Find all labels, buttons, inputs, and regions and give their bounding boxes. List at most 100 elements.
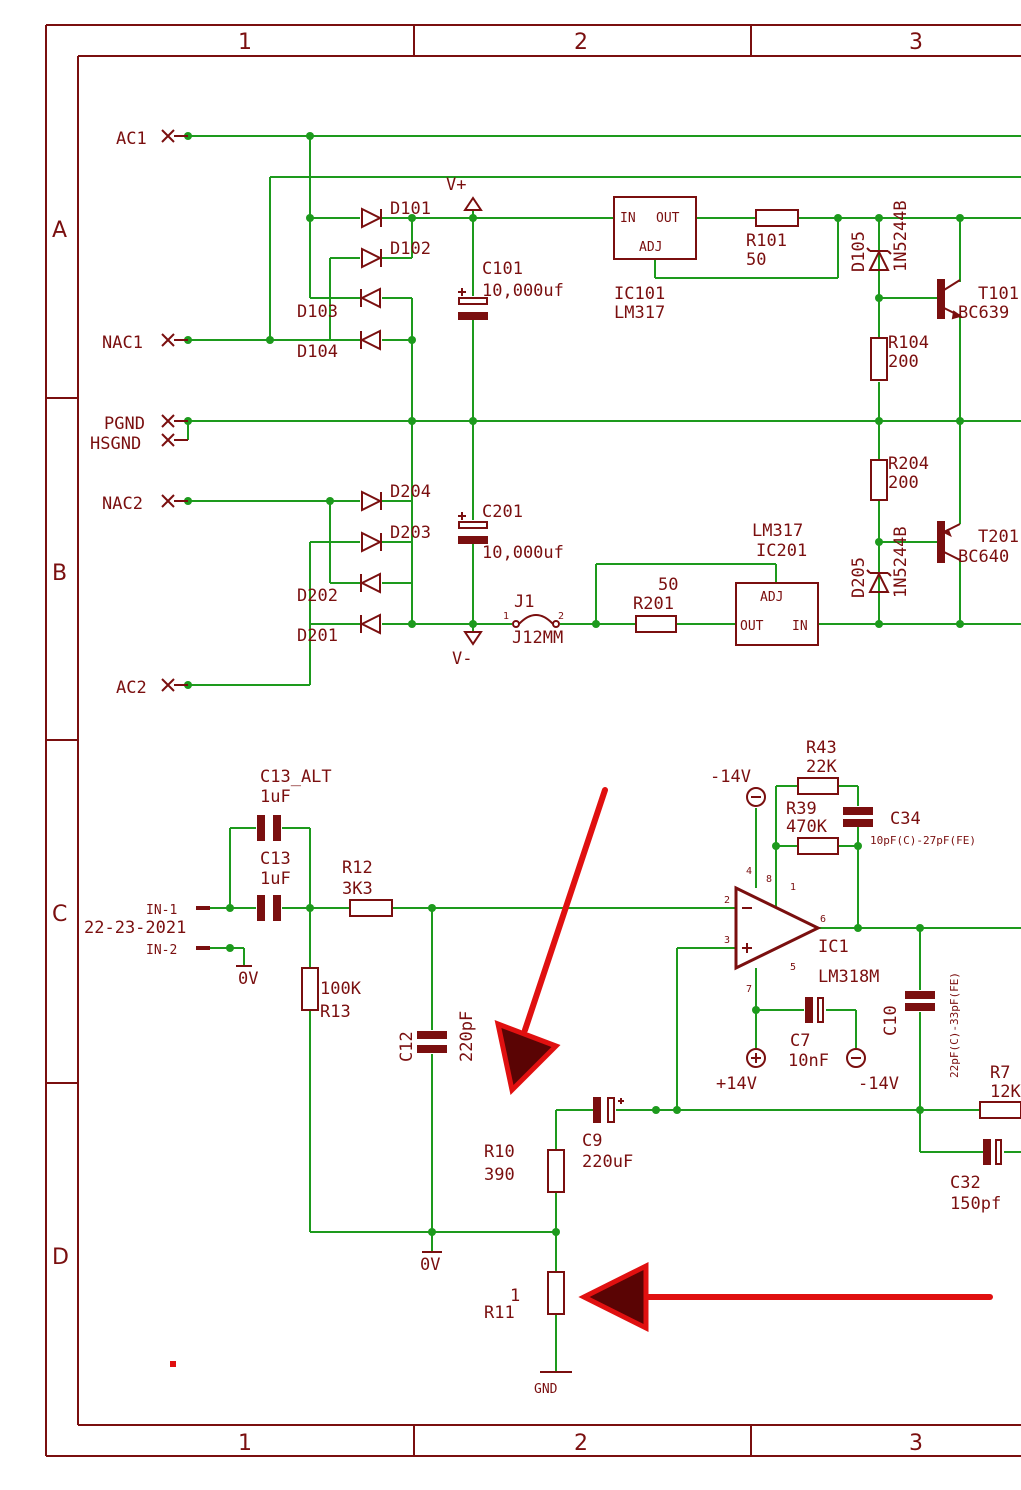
- j1-pin2: 2: [558, 611, 564, 622]
- nac1-label: NAC1: [102, 333, 143, 353]
- ic201-in-pin: IN: [792, 619, 808, 634]
- r13-name: R13: [320, 1002, 351, 1022]
- r10-symbol: [547, 1149, 565, 1193]
- r201-value: 50: [658, 575, 678, 595]
- c32-value: 150pf: [950, 1194, 1001, 1214]
- drawing-frame: [45, 24, 1021, 1457]
- column-label-3-top: 3: [909, 30, 923, 55]
- port-labels: AC1 NAC1 PGND HSGND NAC2 AC2: [90, 129, 147, 698]
- ic101-name: IC101: [614, 284, 665, 304]
- in2-0v-label: 0V: [238, 969, 258, 989]
- ic201-name: IC201: [756, 541, 807, 561]
- pos14v-label: +14V: [716, 1074, 757, 1094]
- ic1-pin6: 6: [820, 914, 826, 925]
- ic1-pin7: 7: [746, 984, 752, 995]
- vminus-label: V-: [452, 649, 472, 669]
- column-label-3-bottom: 3: [909, 1431, 923, 1456]
- r201-symbol: [635, 615, 677, 633]
- c34-value: 10pF(C)-27pF(FE): [870, 834, 976, 847]
- r101-name: R101: [746, 231, 787, 251]
- ic201-adj-pin: ADJ: [760, 590, 783, 605]
- t101-symbol: [937, 279, 963, 320]
- d105-type: 1N5244B: [891, 200, 911, 272]
- j1-type: J12MM: [512, 628, 563, 648]
- nac2-label: NAC2: [102, 494, 143, 514]
- column-label-2-top: 2: [574, 30, 588, 55]
- r11-value: 1: [510, 1286, 520, 1306]
- ic1-pin3: 3: [724, 935, 730, 946]
- vplus-label: V+: [446, 175, 466, 195]
- c9-symbol: [593, 1097, 624, 1123]
- c12-symbol: [417, 1031, 447, 1053]
- opamp-ic1-symbol: [734, 885, 822, 971]
- r12-value: 3K3: [342, 879, 373, 899]
- row-label-d: D: [52, 1245, 69, 1270]
- c13alt-value: 1uF: [260, 787, 291, 807]
- r43-value: 22K: [806, 757, 837, 777]
- supply-arrows: [463, 196, 483, 646]
- c32-name: C32: [950, 1173, 981, 1193]
- annotation-arrow-diagonal: [494, 787, 608, 1096]
- c32-symbol: [983, 1139, 1002, 1165]
- ic101-out-pin: OUT: [656, 211, 680, 226]
- bridge-diode-symbols: [359, 207, 383, 635]
- row-label-a: A: [52, 218, 67, 243]
- column-label-1-top: 1: [238, 30, 252, 55]
- r13-value: 100K: [320, 979, 362, 999]
- in2-label: IN-2: [146, 943, 177, 958]
- r201-name: R201: [633, 594, 674, 614]
- r11-symbol: [547, 1271, 565, 1315]
- ic1-pin2: 2: [724, 895, 730, 906]
- j1-pin1: 1: [503, 611, 509, 622]
- t201-type: BC640: [958, 547, 1009, 567]
- c201-name: C201: [482, 502, 523, 522]
- r104-value: 200: [888, 352, 919, 372]
- c101-symbol: [458, 288, 488, 320]
- in1-label: IN-1: [146, 903, 177, 918]
- d205-type: 1N5244B: [891, 526, 911, 598]
- r43-name: R43: [806, 738, 837, 758]
- d205-name: D205: [849, 557, 869, 598]
- r204-name: R204: [888, 454, 929, 474]
- c101-value: 10,000uf: [482, 281, 564, 301]
- r11-name: R11: [484, 1303, 515, 1323]
- c10-name: C10: [881, 1005, 901, 1036]
- c34-symbol: [843, 807, 873, 827]
- d202-label: D202: [297, 586, 338, 606]
- r39-name: R39: [786, 799, 817, 819]
- d103-label: D103: [297, 302, 338, 322]
- j1-symbol: [512, 614, 560, 628]
- supply-neg-bottom: [846, 1048, 866, 1068]
- c201-value: 10,000uf: [482, 543, 564, 563]
- ic101-adj-pin: ADJ: [639, 240, 662, 255]
- neg14v-top-label: -14V: [710, 767, 751, 787]
- d104-label: D104: [297, 342, 338, 362]
- r7-value: 12K: [990, 1082, 1021, 1102]
- ic101-symbol: [613, 196, 697, 260]
- t201-name: T201: [978, 527, 1019, 547]
- c9-name: C9: [582, 1131, 602, 1151]
- r39-symbol: [797, 837, 839, 855]
- c201-symbol: [458, 512, 488, 544]
- annotation-arrow-horizontal: [578, 1261, 993, 1333]
- supply-neg-top: [746, 787, 766, 807]
- c101-name: C101: [482, 259, 523, 279]
- r204-value: 200: [888, 473, 919, 493]
- c10-value: 22pF(C)-33pF(FE): [948, 972, 961, 1078]
- c12-0v-label: 0V: [420, 1255, 440, 1275]
- ic201-type: LM317: [752, 521, 803, 541]
- r204-symbol: [870, 459, 888, 501]
- input-terminals: [196, 906, 210, 950]
- t101-type: BC639: [958, 303, 1009, 323]
- d105-symbol: [866, 247, 892, 271]
- d102-label: D102: [390, 239, 431, 259]
- row-label-c: C: [52, 902, 67, 927]
- hsgnd-label: HSGND: [90, 434, 141, 454]
- d201-label: D201: [297, 626, 338, 646]
- neg14v-bottom-label: -14V: [858, 1074, 899, 1094]
- r10-value: 390: [484, 1165, 515, 1185]
- r12-symbol: [349, 899, 393, 917]
- ic1-pin4: 4: [746, 866, 752, 877]
- c13-name: C13: [260, 849, 291, 869]
